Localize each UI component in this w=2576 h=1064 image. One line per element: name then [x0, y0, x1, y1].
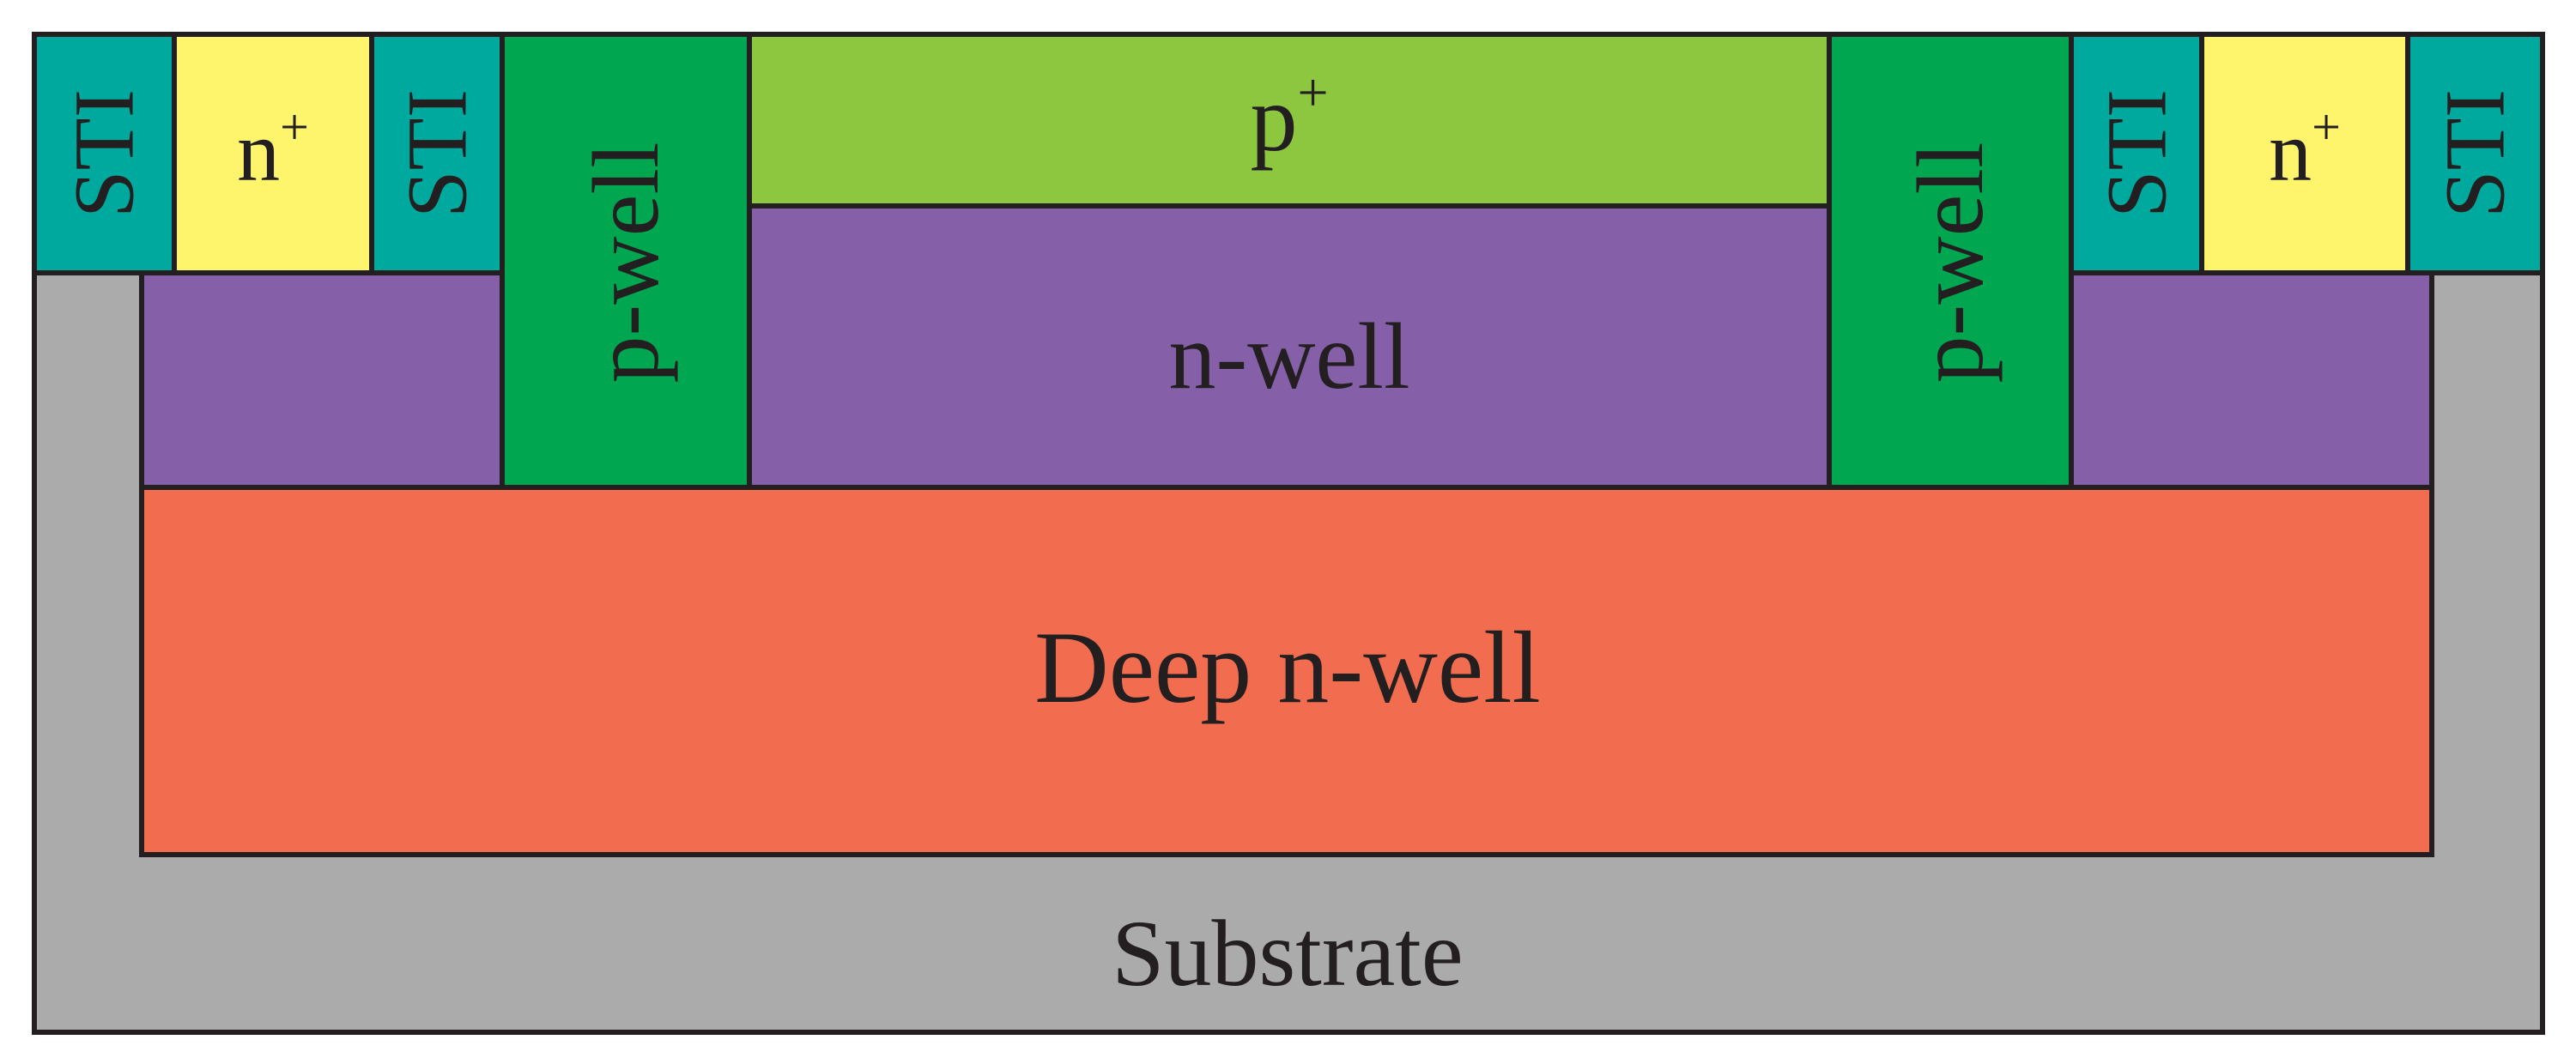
- n-plus-left-region: [172, 32, 374, 275]
- n-well-label: n-well: [1168, 304, 1409, 408]
- n-plus-right-label: n+: [2269, 99, 2341, 199]
- sti-label-2: STI: [390, 89, 485, 218]
- p-well-left-label: p-well: [573, 142, 678, 383]
- sti-region-4: [2405, 32, 2545, 275]
- p-plus-label: p+: [1250, 62, 1328, 171]
- sti-region-3: [2069, 32, 2204, 275]
- n-plus-right-base: n: [2269, 104, 2312, 199]
- n-well-right-region: [2069, 270, 2434, 490]
- sti-region-2: [369, 32, 505, 275]
- p-plus-base: p: [1250, 66, 1297, 171]
- n-plus-left-label: n+: [237, 99, 309, 199]
- sti-label-1: STI: [57, 89, 152, 218]
- p-well-left-region: [500, 32, 752, 490]
- sti-label-4: STI: [2428, 89, 2523, 218]
- n-plus-left-base: n: [237, 104, 280, 199]
- deep-n-well-label: Deep n-well: [1034, 610, 1541, 724]
- p-well-right-label: p-well: [1898, 142, 2003, 383]
- substrate-label: Substrate: [1112, 901, 1463, 1006]
- sti-region-1: [32, 32, 177, 275]
- sti-label-3: STI: [2089, 89, 2185, 218]
- deep-n-well-region: [139, 484, 2434, 857]
- n-plus-right-sup: +: [2312, 99, 2341, 155]
- p-plus-sup: +: [1297, 62, 1328, 123]
- n-plus-left-sup: +: [280, 99, 309, 155]
- n-well-left-region: [139, 270, 505, 490]
- p-well-right-region: [1827, 32, 2074, 490]
